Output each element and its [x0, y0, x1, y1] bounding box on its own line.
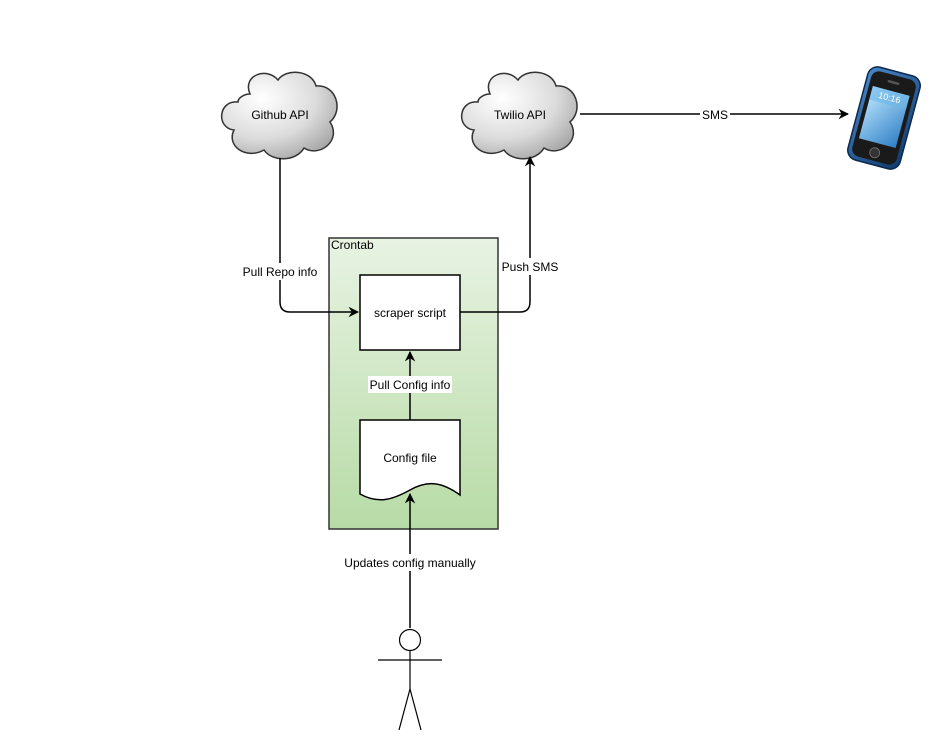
- crontab-label: Crontab: [331, 238, 374, 252]
- updates-config-manually-label: Updates config manually: [344, 556, 475, 570]
- edge-sms[interactable]: SMS: [580, 106, 850, 123]
- smartphone-icon[interactable]: 10:16: [845, 65, 922, 172]
- pull-repo-info-label: Pull Repo info: [243, 265, 318, 279]
- edge-updates-config[interactable]: Updates config manually: [342, 492, 478, 628]
- cloud-icon: [220, 71, 338, 160]
- push-sms-label: Push SMS: [502, 260, 559, 274]
- twilio-api-cloud[interactable]: Twilio API: [460, 71, 578, 160]
- edge-pull-config[interactable]: Pull Config info: [368, 350, 452, 420]
- config-file-node[interactable]: Config file: [359, 419, 461, 501]
- config-file-label: Config file: [383, 451, 437, 465]
- pull-config-info-label: Pull Config info: [370, 378, 451, 392]
- document-icon: [359, 419, 461, 501]
- edge-pull-repo[interactable]: Pull Repo info: [240, 158, 360, 318]
- cloud-icon: [460, 71, 578, 160]
- sms-label: SMS: [702, 108, 728, 122]
- stick-figure-actor-icon[interactable]: [378, 628, 442, 731]
- github-api-cloud[interactable]: Github API: [220, 71, 338, 160]
- edge-push-sms[interactable]: Push SMS: [460, 155, 561, 313]
- scraper-script-label: scraper script: [374, 306, 447, 320]
- github-api-label: Github API: [251, 108, 308, 122]
- twilio-api-label: Twilio API: [494, 108, 546, 122]
- scraper-script-node[interactable]: scraper script: [359, 274, 461, 351]
